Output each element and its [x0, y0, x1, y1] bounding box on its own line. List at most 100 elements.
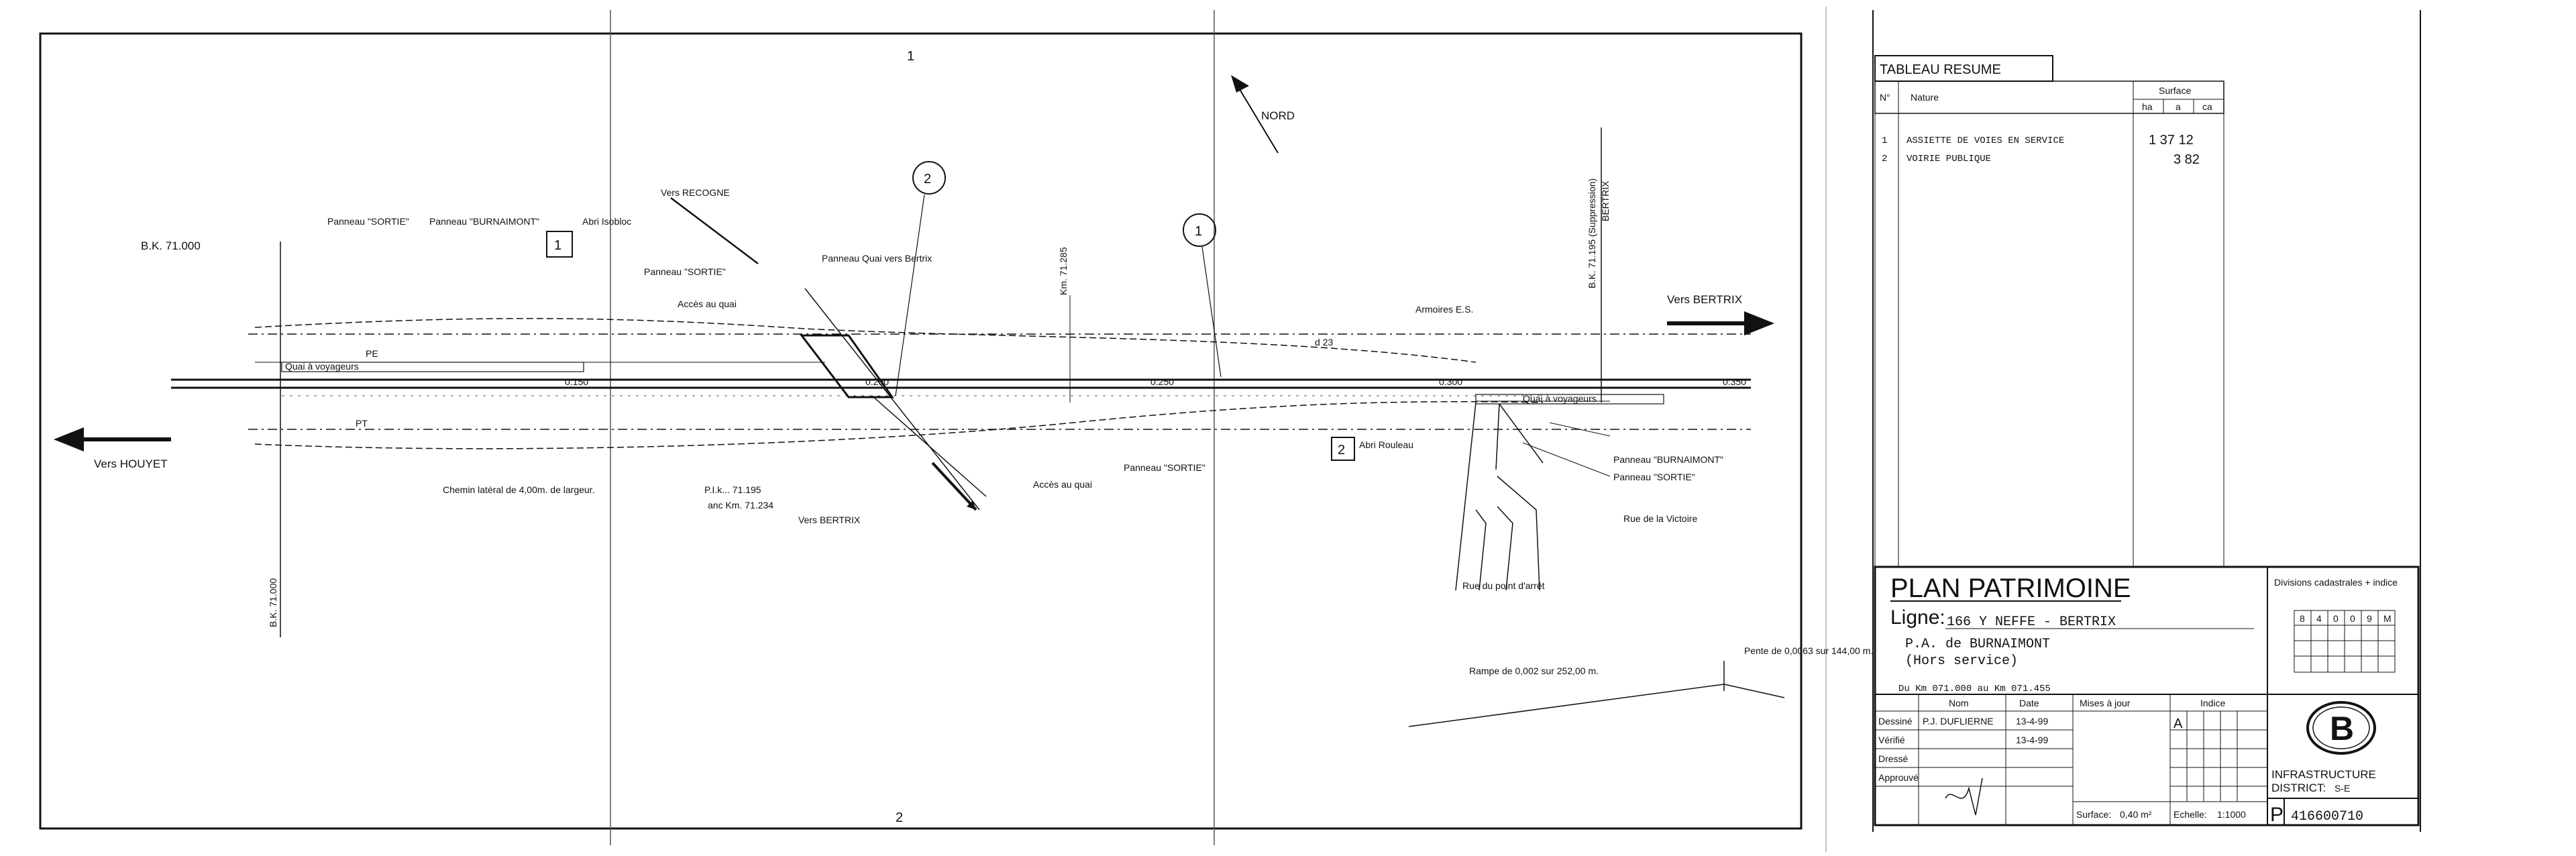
row-label-dessine: Dessiné [1878, 716, 1913, 727]
gradient-note: Rampe de 0,002 sur 252,00 m. Pente de 0,… [1408, 645, 1873, 727]
row-label-dresse: Dressé [1878, 753, 1909, 764]
plan-title: PLAN PATRIMOINE [1890, 574, 2131, 603]
label-pente: Pente de 0,0063 sur 144,00 m. [1744, 645, 1873, 656]
chainage-label: 0.250 [1150, 376, 1174, 387]
svg-text:2: 2 [924, 172, 931, 186]
chainage-label: 0.300 [1439, 376, 1462, 387]
plan-subtitle-1: P.A. de BURNAIMONT [1905, 637, 2050, 652]
label-chemin-lateral: Chemin latéral de 4,00m. de largeur. [443, 484, 594, 495]
tableau-col-no: N° [1880, 92, 1890, 103]
svg-text:B: B [2330, 710, 2354, 747]
divisions-title: Divisions cadastrales + indice [2274, 577, 2398, 588]
tableau-unit-ca: ca [2202, 101, 2212, 112]
tableau-title: TABLEAU RESUME [1880, 62, 2001, 77]
label-abri-rouleau: Abri Rouleau [1359, 439, 1413, 450]
tableau-row-no: 2 [1882, 154, 1887, 164]
row-label-verifie: Vérifié [1878, 735, 1905, 745]
tableau-col-nature: Nature [1911, 92, 1939, 103]
col-date: Date [2019, 698, 2039, 708]
plan-code-prefix: P [2270, 804, 2284, 826]
ligne-label: Ligne: [1890, 606, 1945, 629]
svg-text:8: 8 [2300, 613, 2305, 624]
tableau-unit-a: a [2176, 101, 2181, 112]
drawing-area: 1 2 NORD 0.150 0.200 0.250 0.300 0.350 [39, 7, 1873, 852]
plan-code: 416600710 [2291, 809, 2363, 824]
divisions-grid: 8 4 0 0 9 M [2294, 610, 2396, 673]
drawing-frame [39, 32, 1803, 830]
arrow-vers-recogne: Vers RECOGNE [661, 187, 759, 264]
bertrix-vertical: BERTRIX [1600, 180, 1611, 221]
svg-text:1: 1 [1195, 224, 1202, 239]
label-acces-quai-1: Accès au quai [678, 299, 737, 309]
label-pik: P.I.k... 71.195 [704, 484, 761, 495]
svg-text:4: 4 [2316, 613, 2322, 624]
level-crossing [799, 288, 987, 511]
label-anc-km: anc Km. 71.234 [708, 500, 773, 511]
parcel-marker-circle-2: 2 [895, 161, 946, 396]
district-label: DISTRICT: [2271, 782, 2326, 794]
svg-text:2: 2 [1338, 443, 1345, 458]
bk-left-vertical: B.K. 71.000 [268, 578, 278, 627]
indice-a: A [2174, 716, 2183, 731]
arrow-vers-houyet: Vers HOUYET [54, 427, 171, 470]
label-rue-point-arret: Rue du point d'arrêt [1462, 580, 1545, 591]
label-rampe: Rampe de 0,002 sur 252,00 m. [1469, 665, 1599, 676]
pe-label: PE [366, 348, 378, 359]
signature [1945, 778, 1983, 816]
row-nom-dessine: P.J. DUFLIERNE [1923, 716, 1994, 727]
infrastructure-label: INFRASTRUCTURE [2271, 768, 2376, 781]
chainage-marks: 0.150 0.200 0.250 0.300 0.350 [565, 376, 1746, 387]
svg-text:1: 1 [554, 238, 561, 253]
parcel-marker-square-1: 1 [546, 231, 573, 258]
page-mark-top: 1 [907, 49, 914, 64]
parcel-marker-circle-1: 1 [1183, 213, 1222, 378]
arrow-vers-bertrix: Vers BERTRIX [1667, 293, 1774, 335]
plan-range: Du Km 071.000 au Km 071.455 [1898, 684, 2051, 694]
ligne-value: 166 Y NEFFE - BERTRIX [1947, 614, 2116, 630]
vers-bertrix-label: Vers BERTRIX [1667, 293, 1742, 306]
label-panneau-sortie-1: Panneau "SORTIE" [327, 216, 409, 227]
svg-text:0: 0 [2333, 613, 2339, 624]
tableau-row-surface: 3 82 [2174, 152, 2200, 167]
quai-voyageurs-right: Quai à voyageurs [1523, 393, 1597, 404]
km-285-label: Km. 71.285 [1058, 247, 1069, 295]
row-label-approuve: Approuvé [1878, 772, 1919, 783]
label-panneau-burnaimont-2: Panneau "BURNAIMONT" [1613, 454, 1723, 465]
echelle-value: 1:1000 [2217, 809, 2246, 820]
svg-text:M: M [2383, 613, 2392, 624]
svg-text:0: 0 [2350, 613, 2355, 624]
row-date-verifie: 13-4-99 [2016, 735, 2048, 745]
chainage-label: 0.350 [1723, 376, 1746, 387]
tableau-row-no: 1 [1882, 136, 1887, 146]
chainage-label: 0.150 [565, 376, 588, 387]
vers-houyet-label: Vers HOUYET [94, 458, 168, 470]
label-panneau-burnaimont-1: Panneau "BURNAIMONT" [429, 216, 539, 227]
svg-text:9: 9 [2367, 613, 2372, 624]
chainage-label: 0.200 [865, 376, 889, 387]
railway-tracks [171, 317, 1751, 449]
page-mark-bottom: 2 [896, 810, 903, 825]
label-rue-victoire: Rue de la Victoire [1623, 513, 1697, 524]
quai-voyageurs-left: Quai à voyageurs [285, 361, 359, 372]
parcel-marker-square-2: 2 [1331, 437, 1355, 461]
label-vers-bertrix-lower: Vers BERTRIX [798, 515, 861, 525]
row-date-dessine: 13-4-99 [2016, 716, 2048, 727]
echelle-label: Echelle: [2174, 809, 2207, 820]
label-abri-isobloc: Abri Isobloc [582, 216, 631, 227]
tableau-resume: TABLEAU RESUME N° Nature Surface ha a ca… [1872, 10, 2421, 832]
surface-label: Surface: [2076, 809, 2111, 820]
col-indice: Indice [2200, 698, 2226, 708]
label-panneau-sortie-2: Panneau "SORTIE" [644, 266, 726, 277]
north-arrow: NORD [1231, 75, 1295, 154]
label-panneau-quai-bertrix: Panneau Quai vers Bertrix [822, 253, 932, 264]
label-acces-quai-2: Accès au quai [1033, 479, 1092, 490]
col-mises: Mises à jour [2080, 698, 2131, 708]
col-nom: Nom [1949, 698, 1969, 708]
label-d23: d 23 [1315, 337, 1333, 347]
surface-value: 0,40 m² [2120, 809, 2152, 820]
district-value: S-E [2334, 783, 2350, 794]
tableau-row-nature: ASSIETTE DE VOIES EN SERVICE [1907, 136, 2064, 146]
tableau-row-nature: VOIRIE PUBLIQUE [1907, 154, 1991, 164]
label-armoires: Armoires E.S. [1415, 304, 1473, 315]
tableau-col-surface: Surface [2159, 85, 2191, 96]
